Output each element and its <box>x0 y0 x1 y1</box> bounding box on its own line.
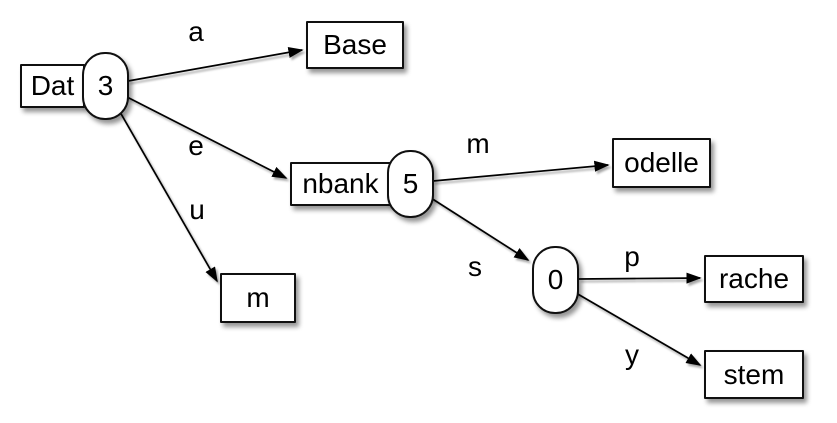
edge-label-s: s <box>468 251 482 282</box>
edge-label-e: e <box>188 130 204 161</box>
node-count-0-label: 0 <box>547 264 564 295</box>
node-count-5-label: 5 <box>402 168 419 199</box>
edge-a-line <box>127 46 304 82</box>
node-stem: stem <box>704 350 804 399</box>
edge-p-line <box>578 272 702 284</box>
node-dat-label: Dat <box>30 70 75 101</box>
node-count-3: 3 <box>82 52 129 120</box>
node-m: m <box>220 273 296 323</box>
edge-y-line <box>575 292 702 366</box>
node-rache: rache <box>704 255 804 303</box>
node-base: Base <box>306 21 404 69</box>
node-count-3-label: 3 <box>97 70 114 101</box>
edge-label-a: a <box>188 16 204 47</box>
node-nbank: nbank <box>290 162 391 206</box>
edge-label-u: u <box>189 194 205 225</box>
edge-label-y: y <box>625 339 639 370</box>
edge-e-line <box>126 96 288 179</box>
node-count-5: 5 <box>387 150 434 218</box>
node-dat: Dat <box>20 64 85 108</box>
node-odelle-label: odelle <box>624 147 699 178</box>
node-count-0: 0 <box>532 246 579 314</box>
edge-label-p: p <box>624 241 640 272</box>
edge-label-m: m <box>466 128 490 159</box>
node-nbank-label: nbank <box>302 168 379 199</box>
node-base-label: Base <box>323 29 387 60</box>
edge-m-line <box>432 160 610 182</box>
edge-s-line <box>430 197 530 261</box>
node-m-label: m <box>246 282 270 313</box>
node-rache-label: rache <box>718 263 790 294</box>
node-odelle: odelle <box>612 138 711 188</box>
node-stem-label: stem <box>723 358 785 390</box>
edge-u-line <box>119 111 218 283</box>
